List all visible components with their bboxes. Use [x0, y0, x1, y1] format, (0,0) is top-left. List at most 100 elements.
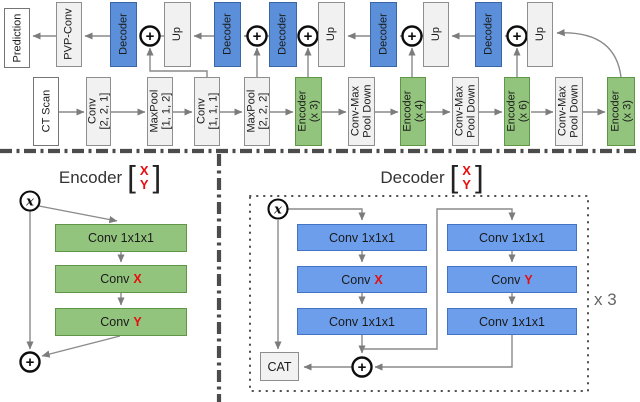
- decoder-detail-connectors: [249, 195, 589, 392]
- section-title-text: Encoder: [58, 168, 123, 187]
- node-cat: CAT: [260, 352, 299, 381]
- sum-icon: +: [351, 356, 373, 378]
- node-label: Conv 1x1x1: [328, 314, 395, 329]
- node-conv-max-pool-down-3: Conv-Max Pool Down: [555, 77, 583, 146]
- sum-icon: +: [19, 351, 41, 373]
- node-maxpool-222: MaxPool [2, 2, 2]: [244, 77, 270, 146]
- node-label-param: Y: [524, 272, 533, 287]
- node-label: MaxPool [1, 1, 2]: [147, 90, 173, 133]
- param-x: X: [139, 162, 149, 178]
- node-encoder-x6: Encoder (x 6): [504, 77, 530, 146]
- node-label: Decoder: [276, 13, 289, 56]
- sum-icon: +: [297, 25, 319, 47]
- node-up-1: Up: [164, 2, 191, 67]
- node-label: Up: [533, 27, 546, 42]
- encoder-detail-connectors: [26, 205, 125, 358]
- sum-icon: +: [506, 25, 528, 47]
- node-decoder-1: Decoder: [110, 2, 137, 67]
- node-label: Conv 1x1x1: [328, 230, 395, 245]
- param-stack: X Y: [139, 162, 149, 193]
- svg-text:+: +: [408, 28, 417, 45]
- node-encoder-x4: Encoder (x 4): [400, 77, 426, 146]
- decoder-repeat-block-border: [249, 195, 589, 392]
- node-up-4: Up: [527, 2, 553, 67]
- node-label: Conv-Max Pool Down: [453, 84, 478, 139]
- node-dec-right-conv-1x1x1-bottom: Conv 1x1x1: [447, 308, 577, 335]
- node-decoder-2: Decoder: [214, 2, 241, 67]
- node-decoder-3: Decoder: [269, 2, 297, 67]
- svg-text:+: +: [253, 28, 262, 45]
- node-label: Conv 1x1x1: [478, 230, 545, 245]
- node-dec-right-conv-1x1x1-top: Conv 1x1x1: [447, 224, 577, 251]
- encoder-section-title: Encoder [ X Y ]: [40, 158, 180, 198]
- node-label: Up: [429, 27, 442, 42]
- node-encoder-x3-a: Encoder (x 3): [295, 77, 322, 146]
- right-bracket: ]: [474, 158, 484, 194]
- node-label-param: X: [133, 272, 142, 286]
- node-label: Decoder: [377, 13, 390, 56]
- node-label: Encoder (x 3): [296, 91, 321, 132]
- node-maxpool-112: MaxPool [1, 1, 2]: [147, 77, 173, 146]
- node-pvp-conv: PVP-Conv: [56, 2, 82, 67]
- node-label: PVP-Conv: [62, 8, 75, 61]
- node-label: Conv: [100, 315, 130, 329]
- node-conv-max-pool-down-1: Conv-Max Pool Down: [348, 77, 375, 146]
- svg-text:+: +: [26, 354, 35, 371]
- node-label: Conv [1, 1, 1]: [194, 93, 220, 130]
- param-y: Y: [462, 177, 471, 192]
- node-prediction: Prediction: [4, 8, 30, 68]
- skip-connections: [146, 28, 622, 78]
- repeat-count-label: x 3: [594, 290, 617, 309]
- node-label: Conv-Max Pool Down: [556, 84, 582, 139]
- sum-icon: +: [401, 25, 423, 47]
- node-label: Prediction: [10, 13, 23, 63]
- node-up-2: Up: [318, 2, 345, 67]
- node-conv-max-pool-down-2: Conv-Max Pool Down: [452, 77, 479, 146]
- input-x-icon: x: [19, 190, 41, 212]
- node-label: Conv 1x1x1: [478, 314, 545, 329]
- node-label-param: Y: [133, 315, 142, 329]
- node-label: Encoder (x 6): [504, 91, 530, 132]
- node-dec-left-conv-1x1x1-top: Conv 1x1x1: [297, 224, 427, 251]
- node-label: Conv: [100, 272, 130, 286]
- node-label: Decoder: [117, 13, 130, 56]
- node-label: Decoder: [221, 13, 234, 56]
- node-label: Encoder (x 3): [608, 91, 634, 132]
- node-dec-left-conv-1x1x1-bottom: Conv 1x1x1: [297, 308, 427, 335]
- node-decoder-5: Decoder: [475, 2, 502, 67]
- node-label: Conv: [341, 272, 371, 287]
- section-title-text: Decoder: [380, 168, 445, 187]
- node-conv-221: Conv [2, 2, 1]: [86, 77, 111, 146]
- param-x: X: [462, 162, 471, 178]
- right-bracket: ]: [152, 158, 162, 194]
- svg-text:+: +: [358, 359, 367, 376]
- node-label: Encoder (x 4): [400, 91, 426, 132]
- node-label: Conv 1x1x1: [87, 231, 154, 245]
- svg-text:x: x: [273, 203, 282, 218]
- svg-text:x: x: [25, 195, 34, 210]
- node-label-param: X: [374, 272, 383, 287]
- node-label: Conv-Max Pool Down: [349, 84, 374, 139]
- param-stack: X Y: [462, 162, 471, 193]
- node-up-3: Up: [423, 2, 449, 67]
- node-label: Up: [325, 27, 338, 42]
- node-decoder-4: Decoder: [370, 2, 397, 67]
- node-label: Up: [171, 27, 184, 42]
- node-encoder-x3-b: Encoder (x 3): [607, 77, 635, 146]
- sum-icon: +: [246, 25, 268, 47]
- svg-text:+: +: [146, 28, 155, 45]
- node-ct-scan: CT Scan: [33, 77, 59, 146]
- sum-icon: +: [139, 25, 161, 47]
- svg-text:+: +: [304, 28, 313, 45]
- decoder-section-title: Decoder [ X Y ]: [362, 158, 502, 198]
- node-label: CT Scan: [39, 90, 52, 133]
- param-y: Y: [139, 177, 149, 192]
- svg-text:+: +: [513, 28, 522, 45]
- node-enc-conv-1x1x1: Conv 1x1x1: [55, 224, 187, 252]
